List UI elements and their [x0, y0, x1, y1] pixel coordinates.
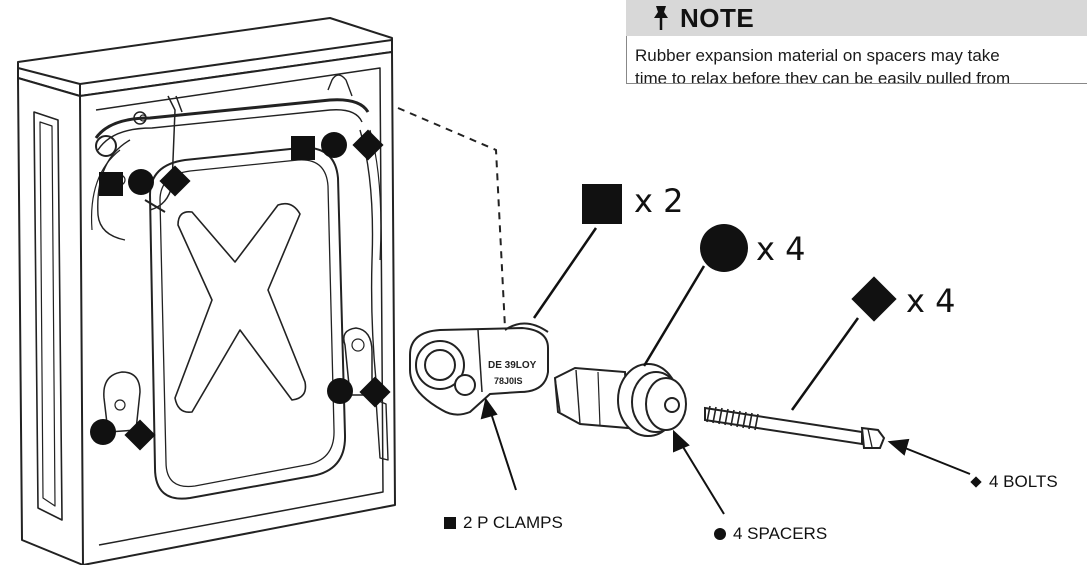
clamp-stamp-line2: 78J0IS: [494, 376, 523, 386]
bolt-part: [704, 405, 886, 449]
bolt-label-text: 4 BOLTS: [989, 472, 1058, 491]
bolt-quantity: x 4: [906, 282, 956, 320]
spacer-label: 4 SPACERS: [714, 524, 827, 544]
bolt-marker-top-right: [352, 129, 384, 161]
clamp-qty-square: [582, 184, 622, 224]
clamp-quantity: x 2: [634, 182, 684, 220]
label-arrows: [480, 397, 971, 515]
clamp-label: 2 P CLAMPS: [444, 513, 563, 533]
spacer-qty-circle: [700, 224, 748, 272]
circle-icon: [714, 528, 726, 540]
clamp-label-text: 2 P CLAMPS: [463, 513, 563, 532]
note-header: NOTE: [626, 0, 1087, 36]
spacer-label-text: 4 SPACERS: [733, 524, 828, 543]
spacer-marker-top-right: [321, 132, 347, 158]
washer-rear-view: [17, 17, 396, 565]
spacer-marker-top-left: [128, 169, 154, 195]
bolt-qty-diamond: [851, 276, 897, 322]
bolt-label: 4 BOLTS: [970, 472, 1058, 492]
clamp-arrow: [489, 409, 517, 491]
bolt-arrow: [899, 445, 971, 475]
leader-lines: [532, 227, 860, 411]
dashed-leader-line: [397, 107, 506, 329]
diamond-icon: [970, 476, 982, 488]
bolt-marker-top-left: [159, 165, 191, 197]
p-clamp-part: DE 39LOY 78J0IS: [409, 322, 549, 416]
spacer-part: [553, 363, 687, 437]
spacer-marker-bottom-left: [90, 419, 116, 445]
pushpin-icon: [654, 6, 668, 30]
bolt-leader: [790, 317, 860, 411]
bolt-marker-bottom-left: [124, 419, 156, 451]
quantity-symbols: [582, 184, 897, 322]
note-title: NOTE: [680, 2, 755, 33]
note-body: Rubber expansion material on spacers may…: [626, 36, 1087, 84]
washer-markers: [90, 129, 391, 451]
clamp-marker-top-left: [99, 172, 123, 196]
spacer-quantity: x 4: [756, 230, 806, 268]
spacer-marker-bottom-right: [327, 378, 353, 404]
square-icon: [444, 517, 456, 529]
spacer-arrow: [679, 441, 725, 515]
clamp-stamp-line1: DE 39LOY: [488, 360, 537, 371]
spacer-leader: [642, 265, 706, 367]
clamp-leader: [532, 227, 598, 319]
clamp-marker-top-right: [291, 136, 315, 160]
bolt-marker-bottom-right: [359, 376, 391, 408]
